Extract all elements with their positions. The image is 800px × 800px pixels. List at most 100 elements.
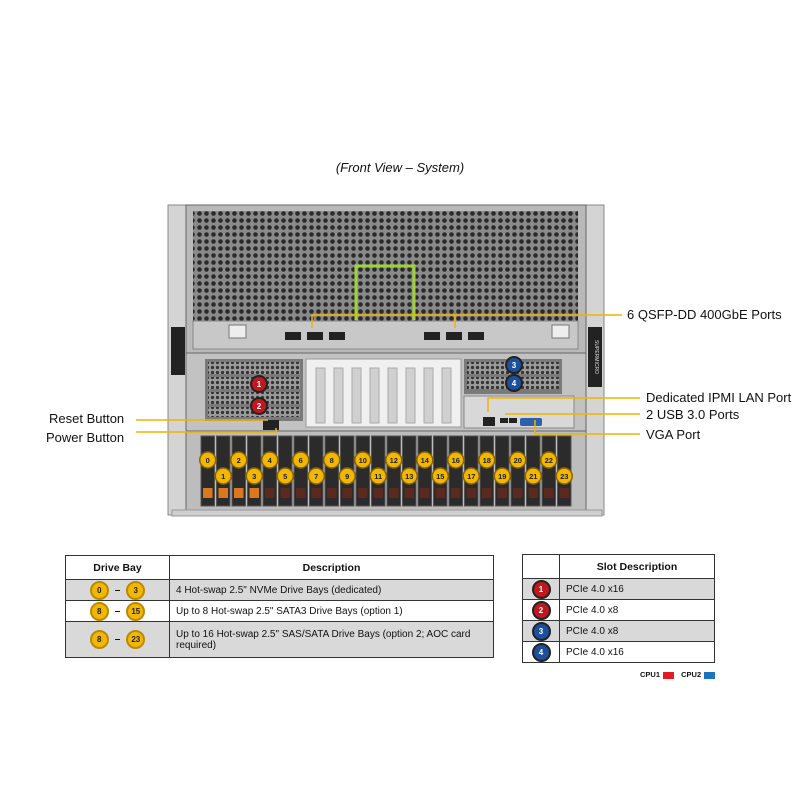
left-ear-tab	[171, 327, 185, 375]
drive-number-label: 19	[498, 472, 506, 481]
drive-number-label: 7	[314, 472, 318, 481]
svg-text:1: 1	[257, 380, 262, 389]
callout-power-button: Power Button	[46, 430, 125, 445]
bottom-rail	[171, 509, 603, 517]
drive-number-label: 8	[330, 456, 334, 465]
brand-tab	[588, 327, 602, 387]
slot-badge: 4	[531, 642, 551, 662]
svg-text:3: 3	[512, 361, 517, 370]
drive-number-badge: 10	[354, 451, 372, 469]
handle-right	[551, 324, 570, 339]
callout-reset-button: Reset Button	[49, 411, 125, 426]
drive-number-badge: 14	[416, 451, 434, 469]
drive-bay-table: Drive Bay Description 0–3 4 Hot-swap 2.5…	[65, 555, 494, 658]
slot-badge: 2	[531, 600, 551, 620]
drive-latch	[296, 488, 306, 498]
drive-number-badge: 4	[261, 451, 279, 469]
drive-number-label: 20	[514, 456, 522, 465]
drive-number-badge: 13	[400, 467, 418, 485]
table-row: 2 PCIe 4.0 x8	[522, 599, 715, 621]
drive-latch	[528, 488, 538, 498]
handle-left	[228, 324, 247, 339]
drive-number-badge: 8	[323, 451, 341, 469]
drive-latch	[420, 488, 430, 498]
drive-latch	[327, 488, 337, 498]
cpu1-swatch	[663, 671, 675, 679]
drive-number-label: 1	[221, 472, 225, 481]
slot-badge: 1	[531, 579, 551, 599]
drive-number-label: 11	[374, 472, 382, 481]
table-row: 0–3 4 Hot-swap 2.5" NVMe Drive Bays (ded…	[65, 579, 494, 601]
rear-io-panel	[463, 395, 575, 429]
drive-row-description: Up to 8 Hot-swap 2.5" SATA3 Drive Bays (…	[169, 600, 494, 622]
usb-port-2	[509, 418, 517, 423]
drive-number-label: 18	[483, 456, 491, 465]
front-buttons	[263, 420, 279, 430]
drive-number-label: 0	[206, 456, 210, 465]
drive-number-label: 6	[299, 456, 303, 465]
drive-number-label: 3	[252, 472, 256, 481]
callout-qsfp-ports: 6 QSFP-DD 400GbE Ports	[627, 307, 782, 322]
svg-text:2: 2	[257, 402, 262, 411]
slot-row-description: PCIe 4.0 x8	[559, 599, 715, 621]
slot-badge-1: 1	[250, 375, 268, 393]
drive-number-label: 10	[359, 456, 367, 465]
drive-number-badge: 7	[307, 467, 325, 485]
slot-badge-3: 3	[505, 356, 523, 374]
drive-latch	[311, 488, 321, 498]
ipmi-port	[483, 417, 495, 426]
table-row: 4 PCIe 4.0 x16	[522, 641, 715, 663]
drive-number-label: 17	[467, 472, 475, 481]
drive-number-label: 13	[405, 472, 413, 481]
drive-number-badge: 2	[230, 451, 248, 469]
table-row: 8–15 Up to 8 Hot-swap 2.5" SATA3 Drive B…	[65, 600, 494, 622]
drive-number-label: 16	[452, 456, 460, 465]
drive-latch	[342, 488, 352, 498]
drive-number-badge: 22	[540, 451, 558, 469]
table-row: 3 PCIe 4.0 x8	[522, 620, 715, 642]
drive-number-label: 12	[390, 456, 398, 465]
drive-latch	[373, 488, 383, 498]
description-header: Description	[169, 555, 494, 580]
slot-badge-2: 2	[250, 397, 268, 415]
slot-row-description: PCIe 4.0 x16	[559, 578, 715, 600]
table-row: 8–23 Up to 16 Hot-swap 2.5" SAS/SATA Dri…	[65, 621, 494, 658]
drive-latch	[435, 488, 445, 498]
slot-row-description: PCIe 4.0 x8	[559, 620, 715, 642]
slot-number-header	[522, 554, 560, 579]
drive-number-badge: 18	[478, 451, 496, 469]
drive-badge: 8	[89, 630, 109, 649]
slot-row-description: PCIe 4.0 x16	[559, 641, 715, 663]
drive-latch	[466, 488, 476, 498]
drive-latch	[280, 488, 290, 498]
drive-number-label: 4	[268, 456, 273, 465]
cpu2-swatch	[704, 671, 716, 679]
center-io-shield	[305, 358, 462, 428]
slot-description-header: Slot Description	[559, 554, 715, 579]
drive-number-badge: 23	[555, 467, 573, 485]
drive-latch	[497, 488, 507, 498]
drive-number-badge: 20	[509, 451, 527, 469]
callout-usb-ports: 2 USB 3.0 Ports	[646, 407, 740, 422]
drive-number-badge: 19	[493, 467, 511, 485]
drive-number-label: 15	[436, 472, 444, 481]
slot-badge-4: 4	[505, 374, 523, 392]
drive-latch	[482, 488, 492, 498]
drive-number-badge: 16	[447, 451, 465, 469]
drive-bay-header: Drive Bay	[65, 555, 170, 580]
drive-latch	[544, 488, 554, 498]
drive-number-badge: 1	[214, 467, 232, 485]
brand-label: SUPERMICRO	[593, 340, 599, 374]
drive-latch	[513, 488, 523, 498]
drive-number-label: 14	[421, 456, 430, 465]
drive-row-description: Up to 16 Hot-swap 2.5" SAS/SATA Drive Ba…	[169, 621, 494, 658]
qsfp-ports	[285, 332, 484, 340]
drive-latch	[203, 488, 213, 498]
drive-latch	[389, 488, 399, 498]
figure-caption: (Front View – System)	[335, 160, 465, 175]
drive-latch	[451, 488, 461, 498]
drive-number-label: 21	[529, 472, 537, 481]
drive-number-label: 22	[545, 456, 553, 465]
drive-badge: 23	[126, 630, 146, 649]
